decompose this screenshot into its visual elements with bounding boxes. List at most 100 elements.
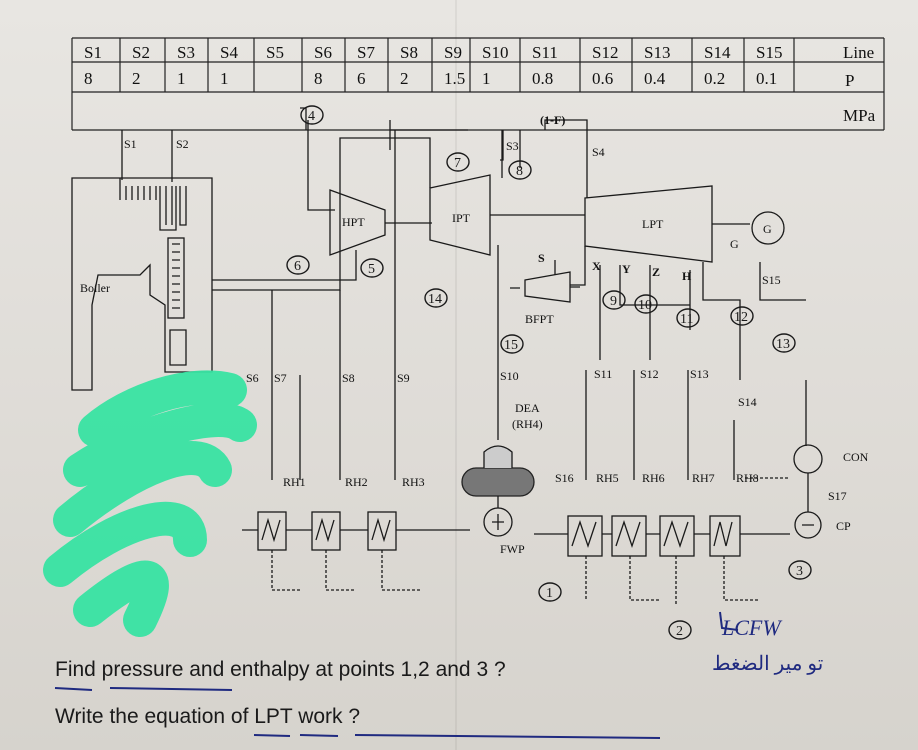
- table-pressure-s13: 0.4: [644, 69, 666, 88]
- circled-number-label: 15: [504, 338, 518, 353]
- table-state-s15: S15: [756, 43, 782, 62]
- y-label: Y: [622, 262, 631, 276]
- question-underline-2: [253, 734, 661, 739]
- lp-heaters: [534, 515, 790, 557]
- question-underline-1: [54, 687, 233, 691]
- circled-number-2: [668, 620, 692, 640]
- circled-number-label: 12: [734, 310, 748, 325]
- table-state-s6: S6: [314, 43, 332, 62]
- rh5-label: RH5: [596, 471, 619, 485]
- table-state-s12: S12: [592, 43, 618, 62]
- lpt-turbine: [584, 185, 713, 263]
- fraction-label: (1-F): [540, 113, 565, 127]
- line-s10: S10: [500, 369, 519, 383]
- deaerator-body: [461, 467, 535, 497]
- line-s3: S3: [506, 139, 519, 153]
- line-s8: S8: [342, 371, 355, 385]
- line-s12: S12: [640, 367, 659, 381]
- line-s15: S15: [762, 273, 781, 287]
- fwp-label: FWP: [500, 542, 525, 556]
- rh2-label: RH2: [345, 475, 368, 489]
- table-pressure-s3: 1: [177, 69, 186, 88]
- circled-number-label: 4: [308, 109, 315, 124]
- rh7-label: RH7: [692, 471, 715, 485]
- circled-number-1: [538, 582, 562, 602]
- con-label: CON: [843, 450, 869, 464]
- circled-number-label: 8: [516, 164, 523, 179]
- circled-number-label: 7: [454, 156, 461, 171]
- table-pressure-s11: 0.8: [532, 69, 553, 88]
- reheater-coil: [167, 237, 185, 319]
- circled-number-label: 3: [796, 564, 803, 579]
- table-pressure-s12: 0.6: [592, 69, 613, 88]
- pen-mark-lcfw: [719, 611, 739, 631]
- line-s14: S14: [738, 395, 757, 409]
- circled-number-label: 10: [638, 298, 652, 313]
- table-state-s14: S14: [704, 43, 731, 62]
- table-pressure-s4: 1: [220, 69, 229, 88]
- dea-sub-label: (RH4): [512, 417, 543, 431]
- table-state-s10: S10: [482, 43, 508, 62]
- table-state-s2: S2: [132, 43, 150, 62]
- circled-number-11: [676, 308, 700, 328]
- circled-number-3: [788, 560, 812, 580]
- circled-number-15: [500, 334, 524, 354]
- paper-fold: [455, 0, 457, 750]
- rh3-label: RH3: [402, 475, 425, 489]
- table-state-s4: S4: [220, 43, 238, 62]
- pressure-table: [71, 37, 885, 131]
- line-s11: S11: [594, 367, 612, 381]
- table-state-s7: S7: [357, 43, 375, 62]
- table-state-s11: S11: [532, 43, 558, 62]
- circled-number-4: [300, 105, 324, 125]
- circled-number-label: 13: [776, 337, 790, 352]
- line-s9: S9: [397, 371, 410, 385]
- question-2: Write the equation of LPT work ?: [55, 705, 361, 728]
- circled-number-13: [772, 333, 796, 353]
- hp-heaters: [242, 511, 470, 551]
- handwritten-note-lcfw: LCFW: [721, 615, 782, 640]
- circled-number-label: 1: [546, 586, 553, 601]
- boiler-label: Boiler: [80, 281, 110, 295]
- ipt-label: IPT: [452, 211, 471, 225]
- rh1-label: RH1: [283, 475, 306, 489]
- table-pressure-s1: 8: [84, 69, 93, 88]
- z-label: Z: [652, 265, 660, 279]
- table-pressure-s9: 1.5: [444, 69, 465, 88]
- table-state-s8: S8: [400, 43, 418, 62]
- line-s13: S13: [690, 367, 709, 381]
- s-label: S: [538, 251, 545, 265]
- circled-number-label: 14: [428, 292, 442, 307]
- generator-circle: [751, 211, 785, 245]
- table-pressure-s7: 6: [357, 69, 366, 88]
- line-s6: S6: [246, 371, 259, 385]
- rh6-label: RH6: [642, 471, 665, 485]
- table-row-label-p: P: [845, 71, 854, 90]
- handwritten-note-arabic: تو مير الضغط: [712, 653, 823, 675]
- circled-number-9: [602, 290, 626, 310]
- table-state-s1: S1: [84, 43, 102, 62]
- line-s7: S7: [274, 371, 287, 385]
- circled-number-label: 11: [680, 312, 693, 327]
- generator-tag: G: [730, 237, 739, 251]
- circled-number-label: 5: [368, 262, 375, 277]
- highlighter-scribble: [43, 370, 257, 637]
- circled-number-label: 6: [294, 259, 301, 274]
- circled-number-8: [508, 160, 532, 180]
- line-s17: S17: [828, 489, 847, 503]
- table-pressure-s8: 2: [400, 69, 409, 88]
- cp-label: CP: [836, 519, 851, 533]
- table-unit: MPa: [843, 106, 876, 125]
- table-state-s5: S5: [266, 43, 284, 62]
- lpt-label: LPT: [642, 217, 664, 231]
- x-label: X: [592, 259, 601, 273]
- table-pressure-s14: 0.2: [704, 69, 725, 88]
- table-pressure-s6: 8: [314, 69, 323, 88]
- table-pressure-s10: 1: [482, 69, 491, 88]
- table-state-s9: S9: [444, 43, 462, 62]
- circled-number-10: [634, 294, 658, 314]
- table-row-label-line: Line: [843, 43, 874, 62]
- hpt-label: HPT: [342, 215, 365, 229]
- table-pressure-s2: 2: [132, 69, 141, 88]
